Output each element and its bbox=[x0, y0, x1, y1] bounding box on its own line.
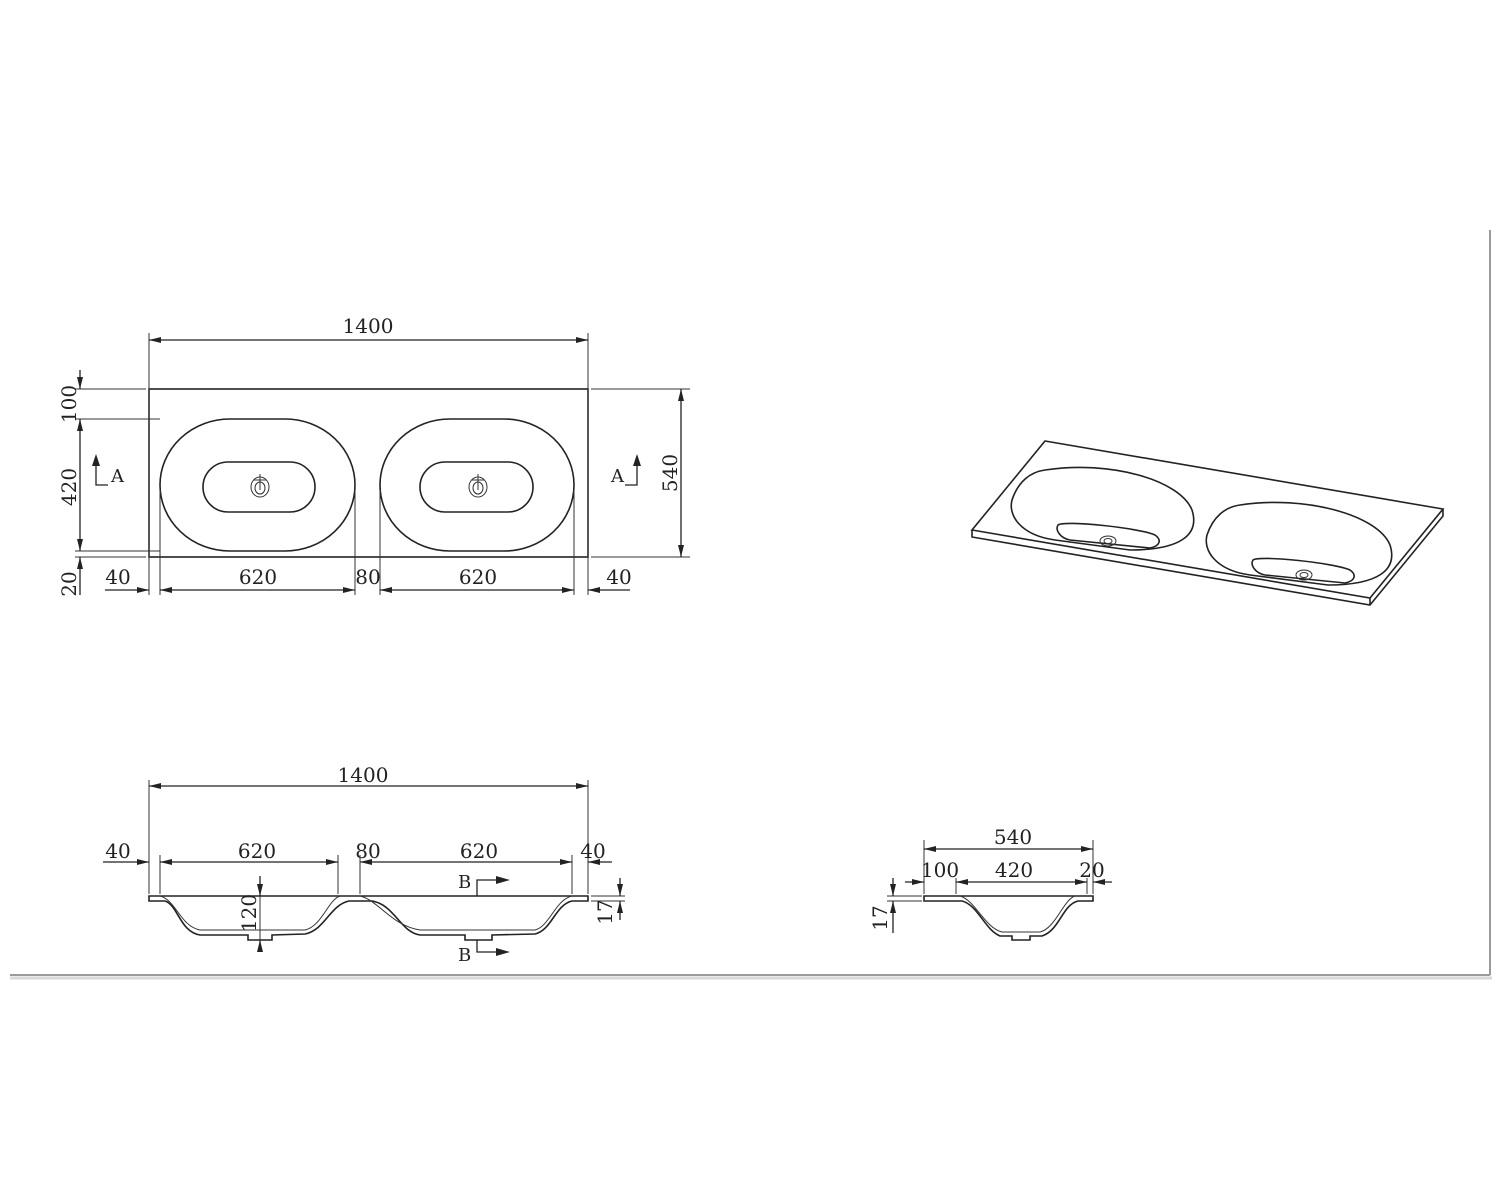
dim-overall-length: 1400 bbox=[343, 314, 394, 338]
svg-text:B: B bbox=[458, 945, 471, 966]
dim-section-basin-right: 620 bbox=[460, 839, 498, 863]
dim-side-overall-depth: 540 bbox=[994, 825, 1032, 849]
dim-basin-right-width: 620 bbox=[459, 565, 497, 589]
front-section-view: 1400 40 620 80 620 40 120 17 B bbox=[103, 763, 625, 966]
dim-basin-height: 120 bbox=[237, 894, 261, 932]
svg-text:A: A bbox=[610, 466, 625, 487]
dim-side-basin-depth: 420 bbox=[995, 858, 1033, 882]
dim-basin-depth: 420 bbox=[57, 468, 81, 506]
drain-right-icon bbox=[468, 474, 488, 498]
dim-center-gap: 80 bbox=[355, 565, 380, 589]
dim-front-margin: 20 bbox=[57, 571, 81, 596]
section-marker-b-top: B bbox=[458, 872, 510, 896]
basin-right-outline bbox=[379, 418, 575, 552]
dim-thickness: 17 bbox=[593, 899, 617, 924]
countertop-top-face bbox=[970, 440, 1445, 599]
side-section-view: 540 100 420 20 17 bbox=[868, 825, 1112, 941]
dim-side-thickness: 17 bbox=[868, 905, 892, 930]
dim-section-basin-left: 620 bbox=[238, 839, 276, 863]
page-frame bbox=[10, 230, 1492, 980]
section-marker-b-bottom: B bbox=[458, 940, 510, 966]
dim-section-left-margin: 40 bbox=[105, 839, 130, 863]
dim-overall-depth: 540 bbox=[658, 454, 682, 492]
dim-side-back-margin: 100 bbox=[921, 858, 959, 882]
countertop-outline bbox=[148, 388, 589, 558]
svg-text:A: A bbox=[110, 466, 125, 487]
iso-basin-left bbox=[1010, 466, 1195, 551]
dim-basin-left-width: 620 bbox=[239, 565, 277, 589]
drain-left-icon bbox=[250, 474, 270, 498]
dim-left-margin: 40 bbox=[105, 565, 130, 589]
basin-left-outline bbox=[159, 418, 356, 552]
front-profile bbox=[148, 895, 589, 941]
svg-text:B: B bbox=[458, 872, 471, 893]
top-view: 1400 100 420 20 540 40 620 80 620 40 bbox=[57, 314, 690, 597]
section-marker-a-left: A bbox=[92, 454, 125, 487]
dim-section-right-margin: 40 bbox=[580, 839, 605, 863]
basin-right-floor bbox=[419, 461, 534, 513]
isometric-view bbox=[970, 440, 1445, 606]
iso-basin-right bbox=[1205, 501, 1393, 586]
dim-section-center-gap: 80 bbox=[355, 839, 380, 863]
side-profile bbox=[923, 895, 1094, 941]
dim-back-margin: 100 bbox=[57, 385, 81, 423]
section-marker-a-right: A bbox=[610, 454, 641, 487]
dim-right-margin: 40 bbox=[606, 565, 631, 589]
dim-side-front-margin: 20 bbox=[1079, 858, 1104, 882]
basin-left-floor bbox=[202, 461, 316, 513]
dim-section-overall-length: 1400 bbox=[338, 763, 389, 787]
